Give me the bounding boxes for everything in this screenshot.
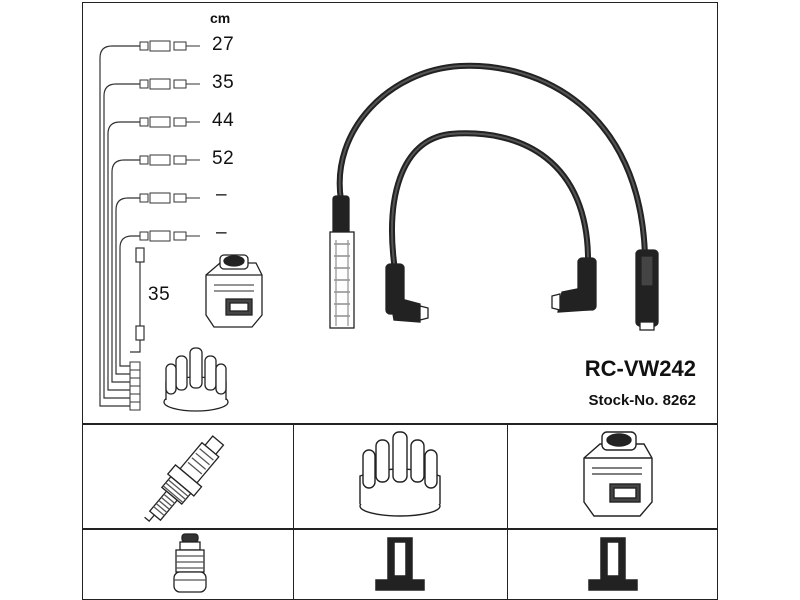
diagram-panel [82, 2, 718, 424]
part-number: RC-VW242 [584, 356, 696, 381]
coil-boot-icon [635, 249, 659, 331]
straight-boot-icon [329, 195, 355, 329]
connector-icon [139, 230, 200, 242]
length-label-3: 44 [212, 110, 235, 131]
column-divider [293, 424, 294, 600]
length-label-6: – [216, 222, 228, 243]
length-label-4: 52 [212, 148, 235, 169]
legend-terminals [129, 361, 141, 411]
length-label-1: 27 [212, 34, 235, 55]
connector-icon [139, 192, 200, 204]
ignition-coil-icon [205, 254, 263, 328]
spark-plug-icon [144, 435, 225, 523]
connector-icon [139, 40, 200, 52]
coil-terminal-icon [588, 537, 638, 591]
coil-wire-length-label: 35 [148, 284, 171, 305]
component-row [82, 424, 718, 529]
cap-terminal-icon [375, 537, 425, 591]
angled-boot-icon [551, 257, 597, 313]
length-label-2: 35 [212, 72, 235, 93]
distributor-cap-icon [163, 347, 229, 412]
ignition-coil-icon [583, 431, 653, 517]
angled-boot-icon [385, 263, 429, 323]
stock-number: Stock-No. 8262 [588, 392, 696, 409]
ignition-cables [336, 62, 648, 273]
connector-icon [139, 154, 200, 166]
coil-wire [130, 247, 145, 353]
connector-icon [139, 116, 200, 128]
column-divider [507, 424, 508, 600]
legend-wiring [99, 45, 140, 407]
legend-connectors [139, 40, 200, 242]
unit-label: cm [210, 10, 231, 26]
plug-terminal-icon [173, 533, 207, 593]
distributor-cap-icon [359, 431, 441, 517]
length-label-5: – [216, 184, 228, 205]
connector-icon [139, 78, 200, 90]
